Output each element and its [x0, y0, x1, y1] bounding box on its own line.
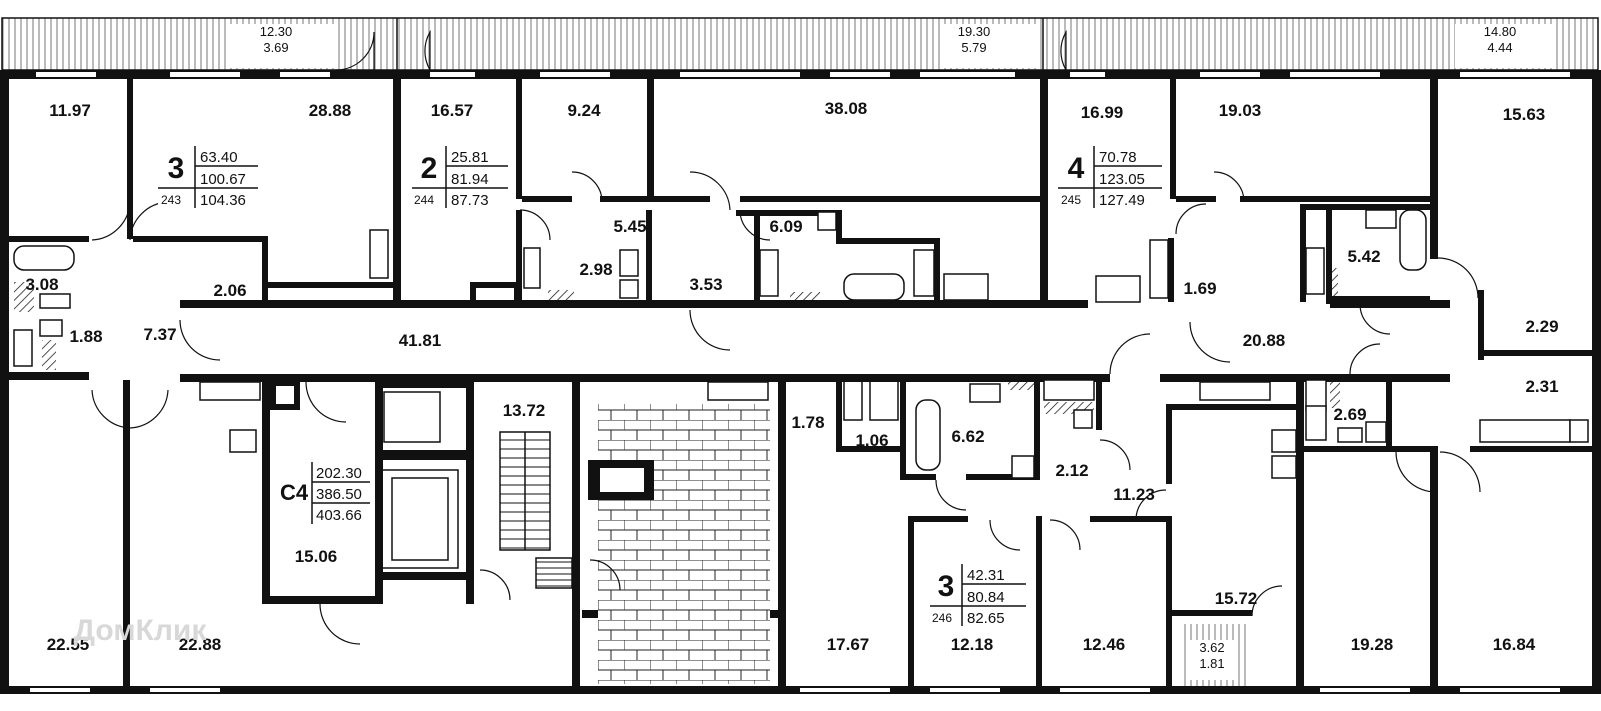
common-area-badge: С4 202.30 386.50 403.66: [278, 460, 370, 524]
room-area: 1.78: [791, 413, 824, 432]
room-area: 2.06: [213, 281, 246, 300]
room-area: 38.08: [825, 99, 868, 118]
interior-walls: [9, 79, 1592, 690]
room-area: 7.37: [143, 325, 176, 344]
room-area: 2.98: [579, 260, 612, 279]
balcony-3-area: 14.80: [1484, 24, 1517, 39]
apartment-245-living: 70.78: [1099, 149, 1137, 166]
apartment-244-with-balcony: 87.73: [451, 192, 489, 209]
apartment-246-living: 42.31: [967, 567, 1005, 584]
apartment-246-rooms: 3: [938, 570, 955, 603]
room-area: 16.84: [1493, 635, 1536, 654]
balcony-1-coef: 3.69: [263, 40, 288, 55]
apartment-243-rooms: 3: [168, 152, 185, 185]
balcony-labels: 12.30 3.69 19.30 5.79 14.80 4.44 3.62 1.…: [260, 24, 1517, 671]
room-area: 1.88: [69, 327, 102, 346]
room-area: 2.69: [1333, 405, 1366, 424]
watermark-logo: ДомКлик: [74, 614, 208, 647]
exterior-walls: [0, 70, 1601, 694]
room-area: 16.57: [431, 101, 474, 120]
room-area: 12.18: [951, 635, 994, 654]
apartment-244-id: 244: [414, 193, 434, 207]
room-area: 1.06: [855, 431, 888, 450]
plumbing-fixtures: [13, 209, 1589, 479]
room-area: 19.28: [1351, 635, 1394, 654]
room-area: 2.29: [1525, 317, 1558, 336]
room-area: 15.63: [1503, 105, 1546, 124]
apartment-badge-246: 3 42.31 80.84 246 82.65: [930, 562, 1026, 627]
apartment-246-with-balcony: 82.65: [967, 610, 1005, 627]
room-area: 3.53: [689, 275, 722, 294]
apartment-badge-244: 2 25.81 81.94 244 87.73: [412, 144, 508, 209]
room-area: 16.99: [1081, 103, 1124, 122]
balcony-2-area: 19.30: [958, 24, 991, 39]
room-area: 15.72: [1215, 589, 1258, 608]
room-area: 6.62: [951, 427, 984, 446]
apartment-245-total: 123.05: [1099, 171, 1145, 188]
apartment-244-rooms: 2: [421, 152, 438, 185]
balcony-3-coef: 4.44: [1487, 40, 1512, 55]
apartment-244-total: 81.94: [451, 171, 489, 188]
room-area: 3.08: [25, 275, 58, 294]
balcony-strip: [1, 17, 1599, 71]
room-area: 13.72: [503, 401, 546, 420]
apartment-246-total: 80.84: [967, 589, 1005, 606]
room-area: 22.55: [47, 635, 90, 654]
apartment-245-id: 245: [1061, 193, 1081, 207]
balcony-4-area: 3.62: [1199, 640, 1224, 655]
room-area: 11.23: [1113, 485, 1155, 504]
balcony-1-area: 12.30: [260, 24, 293, 39]
room-area: 12.46: [1083, 635, 1126, 654]
common-area-c: 403.66: [316, 507, 362, 524]
tiled-vestibule: [598, 404, 770, 684]
balcony-2-coef: 5.79: [961, 40, 986, 55]
room-area: 9.24: [567, 101, 601, 120]
room-area: 11.97: [49, 101, 91, 120]
apartment-244-living: 25.81: [451, 149, 489, 166]
room-area: 5.45: [613, 217, 646, 236]
common-area-b: 386.50: [316, 486, 362, 503]
apartment-245-rooms: 4: [1068, 152, 1085, 185]
apartment-243-total: 100.67: [200, 171, 246, 188]
room-area-labels: 11.97 28.88 16.57 9.24 38.08 16.99 19.03…: [25, 99, 1558, 654]
room-area: 20.88: [1243, 331, 1286, 350]
apartment-badge-243: 3 63.40 100.67 243 104.36: [158, 144, 258, 209]
room-area: 5.42: [1347, 247, 1380, 266]
apartment-245-with-balcony: 127.49: [1099, 192, 1145, 209]
common-area-label: С4: [280, 480, 309, 505]
door-swings: [91, 29, 1481, 645]
room-area: 19.03: [1219, 101, 1262, 120]
apartment-badge-245: 4 70.78 123.05 245 127.49: [1058, 144, 1162, 209]
room-area: 2.12: [1055, 461, 1088, 480]
room-area: 6.09: [769, 217, 802, 236]
room-area: 41.81: [399, 331, 442, 350]
apartment-246-id: 246: [932, 611, 952, 625]
apartment-243-living: 63.40: [200, 149, 238, 166]
balcony-4-coef: 1.81: [1199, 656, 1224, 671]
apartment-243-with-balcony: 104.36: [200, 192, 246, 209]
room-area: 22.88: [179, 635, 222, 654]
room-area: 1.69: [1183, 279, 1216, 298]
room-area: 28.88: [309, 101, 352, 120]
common-area-a: 202.30: [316, 465, 362, 482]
apartment-243-id: 243: [161, 193, 181, 207]
staircase: [499, 431, 573, 589]
room-area: 17.67: [827, 635, 870, 654]
room-area: 15.06: [295, 547, 338, 566]
room-area: 2.31: [1525, 377, 1558, 396]
